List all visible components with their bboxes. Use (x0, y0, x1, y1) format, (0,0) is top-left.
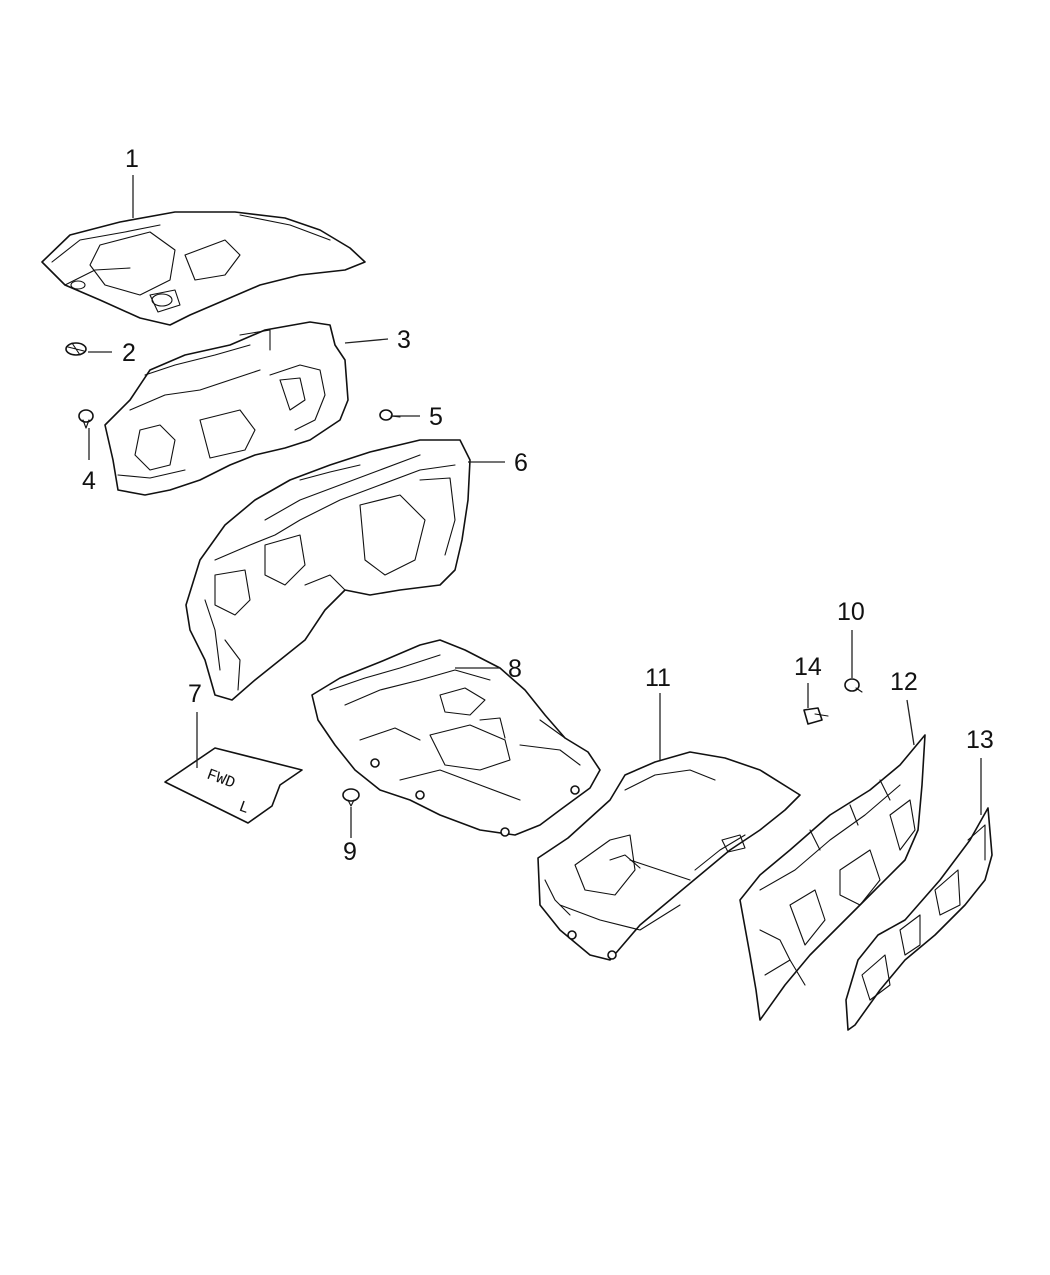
callout-12: 12 (890, 668, 918, 696)
callout-6: 6 (514, 449, 528, 477)
callout-11: 11 (645, 664, 671, 692)
leader-3 (344, 338, 389, 344)
part-10-screw (844, 678, 863, 693)
callout-1: 1 (125, 145, 139, 173)
leader-12 (906, 699, 915, 746)
callout-14: 14 (794, 653, 822, 681)
callout-3: 3 (397, 326, 411, 354)
callout-10: 10 (837, 598, 865, 626)
part-5-screw (379, 409, 401, 421)
part-8-floor-silencer-front (311, 639, 601, 837)
part-13-rear-panel-pad (845, 807, 993, 1031)
part-6-dash-silencer (185, 439, 471, 701)
callout-13: 13 (966, 726, 994, 754)
part-11-floor-silencer-rear (537, 751, 801, 961)
part-14-bracket (803, 707, 829, 725)
part-12-rear-panel-silencer (739, 734, 926, 1021)
callout-7: 7 (188, 680, 202, 708)
callout-8: 8 (508, 655, 522, 683)
part-4-push-pin (78, 409, 94, 429)
callout-4: 4 (82, 467, 96, 495)
callout-9: 9 (343, 838, 357, 866)
part-9-push-pin (342, 788, 360, 807)
callout-2: 2 (122, 339, 136, 367)
part-3-dash-insulator (104, 321, 349, 496)
callout-5: 5 (429, 403, 443, 431)
part-7-floor-pad: FWD L (164, 747, 303, 824)
part-1-hood-insulator (41, 211, 366, 326)
part-2-clip (65, 342, 87, 356)
